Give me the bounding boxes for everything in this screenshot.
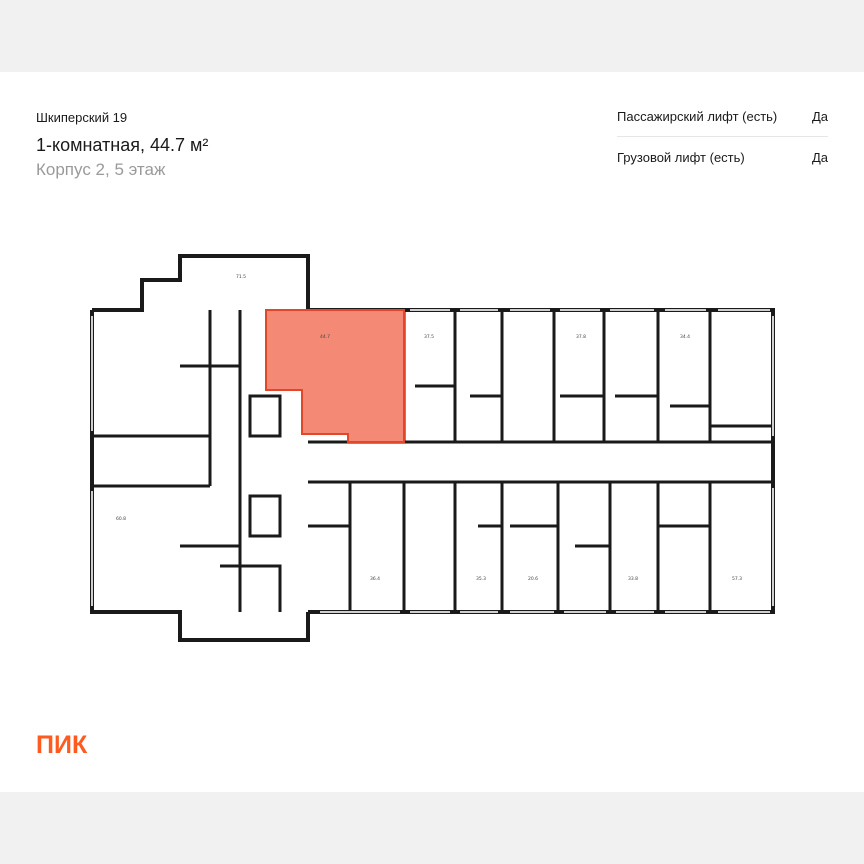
property-row: Пассажирский лифт (есть) Да [617,96,828,136]
property-label: Пассажирский лифт (есть) [617,108,778,124]
area-label: 33.8 [628,576,638,582]
area-label: 20.6 [528,576,538,582]
property-row: Грузовой лифт (есть) Да [617,136,828,177]
logo-text: ПИК [36,732,88,758]
selected-apartment[interactable] [265,309,405,443]
properties-list: Пассажирский лифт (есть) Да Грузовой лиф… [617,96,828,177]
plan-sheet: Шкиперский 19 1-комнатная, 44.7 м² Корпу… [0,72,864,792]
area-label: 37.8 [576,334,586,340]
area-label: 36.4 [370,576,380,582]
property-label: Грузовой лифт (есть) [617,149,745,165]
floor-plan: 71.5 44.7 37.5 37.8 34.4 60.8 36.4 35.3 … [90,254,775,642]
property-value: Да [811,149,828,165]
property-value: Да [811,108,828,124]
area-label: 71.5 [236,274,246,280]
building-floor: Корпус 2, 5 этаж [36,160,166,179]
area-label: 35.3 [476,576,486,582]
apartment-title: 1-комнатная, 44.7 м² [36,135,209,155]
pik-logo: ПИК [36,732,88,758]
project-name: Шкиперский 19 [36,110,128,125]
area-label: 60.8 [116,516,126,522]
area-label: 34.4 [680,334,690,340]
area-label: 37.5 [424,334,434,340]
area-label: 44.7 [320,334,330,340]
area-label: 57.3 [732,576,742,582]
